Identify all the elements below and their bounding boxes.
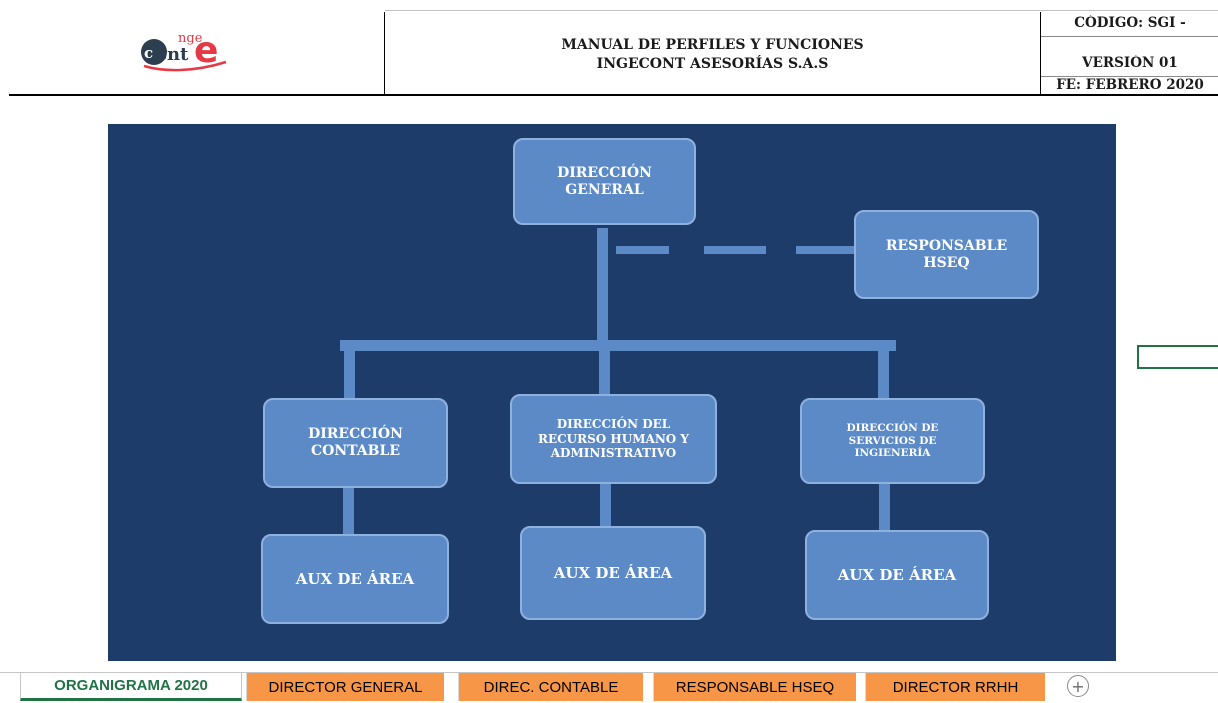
document-code: CÓDIGO: SGI - — [1074, 15, 1186, 31]
connector-hseq-dash-1 — [616, 246, 669, 254]
svg-text:cnt: cnt — [156, 44, 189, 65]
box-direccion-general[interactable]: DIRECCIÓN GENERAL — [513, 138, 696, 225]
connector-contable-aux — [343, 486, 354, 534]
box-responsable-hseq[interactable]: RESPONSABLE HSEQ — [854, 210, 1039, 299]
svg-text:nge: nge — [178, 31, 203, 46]
box-direccion-rrhh[interactable]: DIRECCIÓN DEL RECURSO HUMANO Y ADMINISTR… — [510, 394, 717, 484]
tab-direc-contable[interactable]: DIREC. CONTABLE — [458, 673, 643, 701]
connector-horizontal-bar — [340, 340, 896, 351]
svg-text:e: e — [194, 30, 218, 71]
tab-responsable-hseq[interactable]: RESPONSABLE HSEQ — [653, 673, 856, 701]
tab-director-rrhh[interactable]: DIRECTOR RRHH — [865, 673, 1045, 701]
box-direccion-ingenieria[interactable]: DIRECCIÓN DE SERVICIOS DE INGIENERÍA — [800, 398, 985, 484]
connector-to-rrhh — [599, 350, 610, 394]
company-logo: c cnt nge e — [134, 22, 234, 74]
document-version: VERSIÓN 01 — [1082, 55, 1178, 71]
box-aux-contable[interactable]: AUX DE ÁREA — [261, 534, 449, 624]
header-divider-right — [1040, 12, 1041, 95]
selected-cell[interactable] — [1137, 345, 1218, 369]
document-title-line-1: MANUAL DE PERFILES Y FUNCIONES — [561, 37, 864, 53]
connector-hseq-dash-3 — [796, 246, 856, 254]
sheet-tab-bar: ORGANIGRAMA 2020 DIRECTOR GENERAL DIREC.… — [0, 672, 1218, 703]
connector-general-vertical — [597, 228, 608, 348]
document-date: FE: FEBRERO 2020 — [1056, 77, 1204, 93]
header-meta-divider-2 — [1041, 76, 1218, 77]
box-aux-ingenieria[interactable]: AUX DE ÁREA — [805, 530, 989, 620]
header-top-line — [385, 10, 1218, 11]
tab-director-general[interactable]: DIRECTOR GENERAL — [246, 673, 444, 701]
svg-text:c: c — [144, 44, 153, 62]
connector-ingenieria-aux — [879, 482, 890, 530]
document-title-line-2: INGECONT ASESORÍAS S.A.S — [596, 56, 829, 72]
connector-to-ingenieria — [878, 350, 889, 400]
connector-rrhh-aux — [600, 482, 611, 526]
box-direccion-contable[interactable]: DIRECCIÓN CONTABLE — [263, 398, 448, 488]
tab-organigrama-2020[interactable]: ORGANIGRAMA 2020 — [20, 673, 242, 701]
connector-hseq-dash-2 — [704, 246, 766, 254]
header-bottom-line — [9, 94, 1218, 96]
org-chart[interactable]: DIRECCIÓN GENERAL RESPONSABLE HSEQ DIREC… — [108, 124, 1116, 661]
add-sheet-icon[interactable]: + — [1067, 675, 1089, 697]
tab-scroll-area[interactable] — [0, 673, 20, 701]
connector-to-contable — [344, 350, 355, 398]
box-aux-rrhh[interactable]: AUX DE ÁREA — [520, 526, 706, 620]
header-meta-divider-1 — [1041, 36, 1218, 37]
header-divider-left — [384, 12, 385, 95]
